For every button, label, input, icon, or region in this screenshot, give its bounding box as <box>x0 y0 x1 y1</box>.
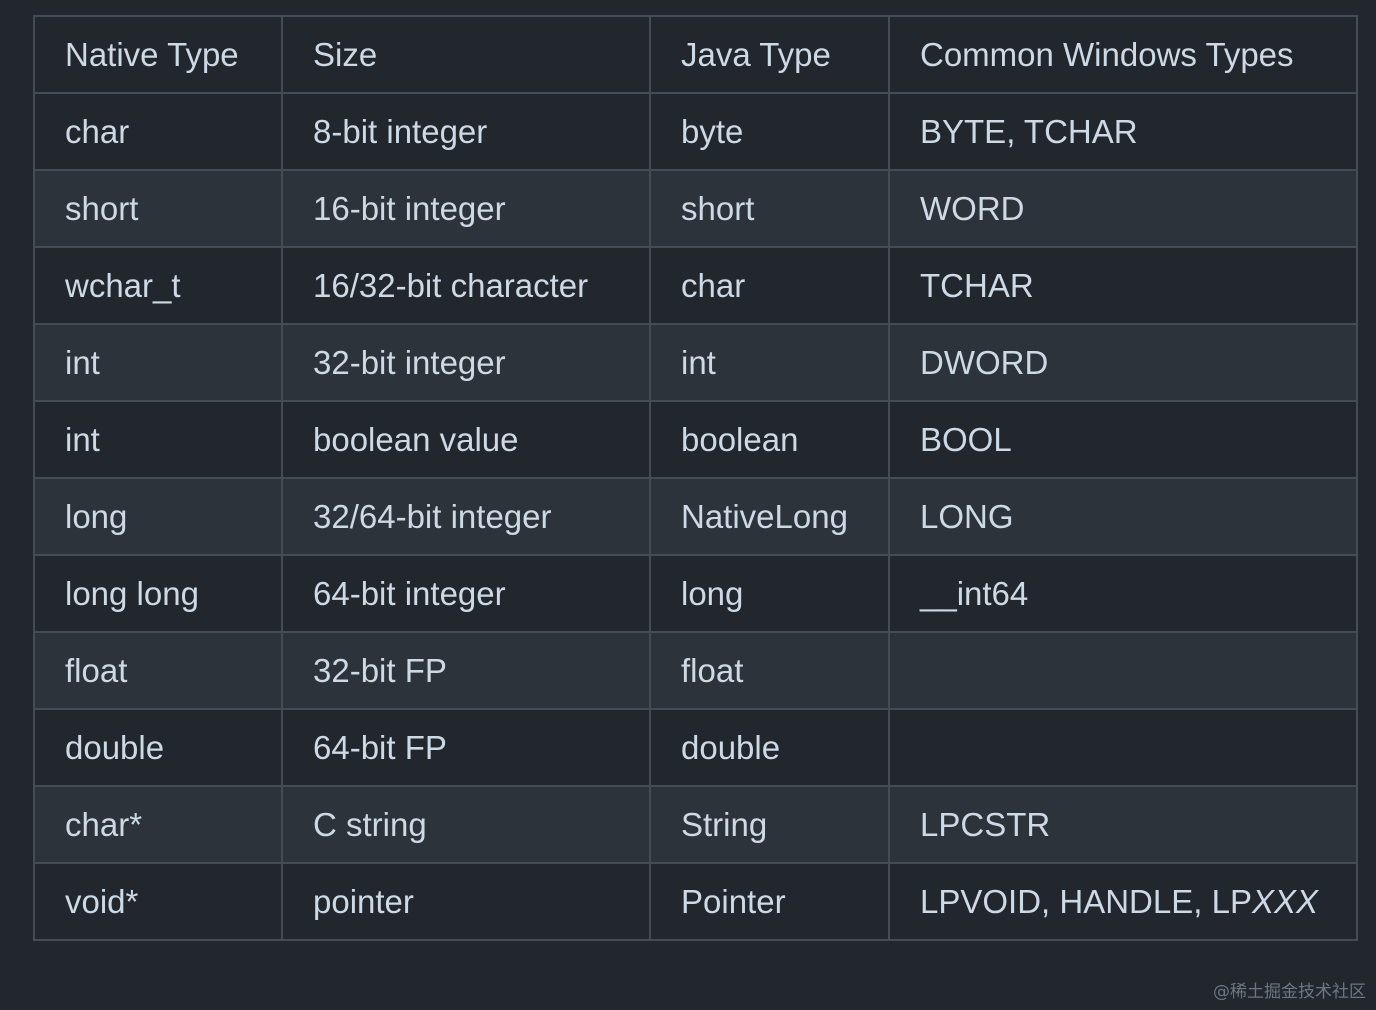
cell-size: 16-bit integer <box>281 169 651 248</box>
cell-size: boolean value <box>281 400 651 479</box>
cell-size: 64-bit FP <box>281 708 651 787</box>
watermark: @稀土掘金技术社区 <box>1213 982 1366 1002</box>
cell-java-type: byte <box>649 92 890 171</box>
cell-size: 32-bit integer <box>281 323 651 402</box>
table-row: int 32-bit integer int DWORD <box>33 323 1358 402</box>
table-row: long long 64-bit integer long __int64 <box>33 554 1358 633</box>
header-native-type: Native Type <box>33 15 283 94</box>
cell-windows-types: DWORD <box>888 323 1358 402</box>
cell-native-type: float <box>33 631 283 710</box>
cell-windows-types: LPCSTR <box>888 785 1358 864</box>
cell-native-type: wchar_t <box>33 246 283 325</box>
cell-size: C string <box>281 785 651 864</box>
windows-types-prefix: LPVOID, HANDLE, LP <box>920 882 1252 920</box>
cell-java-type: float <box>649 631 890 710</box>
cell-java-type: double <box>649 708 890 787</box>
type-mapping-table: Native Type Size Java Type Common Window… <box>33 15 1358 941</box>
cell-java-type: long <box>649 554 890 633</box>
cell-native-type: long <box>33 477 283 556</box>
cell-windows-types: TCHAR <box>888 246 1358 325</box>
header-java-type: Java Type <box>649 15 890 94</box>
table-row: int boolean value boolean BOOL <box>33 400 1358 479</box>
cell-size: 64-bit integer <box>281 554 651 633</box>
cell-native-type: char* <box>33 785 283 864</box>
cell-java-type: NativeLong <box>649 477 890 556</box>
table-row: long 32/64-bit integer NativeLong LONG <box>33 477 1358 556</box>
cell-size: 32/64-bit integer <box>281 477 651 556</box>
cell-native-type: double <box>33 708 283 787</box>
table-row: short 16-bit integer short WORD <box>33 169 1358 248</box>
cell-windows-types: __int64 <box>888 554 1358 633</box>
cell-java-type: char <box>649 246 890 325</box>
cell-windows-types: BOOL <box>888 400 1358 479</box>
table-header-row: Native Type Size Java Type Common Window… <box>33 15 1358 94</box>
table-row: double 64-bit FP double <box>33 708 1358 787</box>
cell-native-type: short <box>33 169 283 248</box>
cell-java-type: Pointer <box>649 862 890 941</box>
cell-size: 16/32-bit character <box>281 246 651 325</box>
header-size: Size <box>281 15 651 94</box>
table-row: float 32-bit FP float <box>33 631 1358 710</box>
cell-windows-types <box>888 631 1358 710</box>
cell-windows-types <box>888 708 1358 787</box>
cell-size: pointer <box>281 862 651 941</box>
table-row: char* C string String LPCSTR <box>33 785 1358 864</box>
table-row: char 8-bit integer byte BYTE, TCHAR <box>33 92 1358 171</box>
header-common-windows-types: Common Windows Types <box>888 15 1358 94</box>
cell-native-type: int <box>33 323 283 402</box>
cell-native-type: int <box>33 400 283 479</box>
cell-windows-types: WORD <box>888 169 1358 248</box>
windows-types-italic-suffix: XXX <box>1251 882 1318 920</box>
cell-size: 8-bit integer <box>281 92 651 171</box>
cell-native-type: void* <box>33 862 283 941</box>
cell-java-type: int <box>649 323 890 402</box>
cell-size: 32-bit FP <box>281 631 651 710</box>
cell-windows-types: LPVOID, HANDLE, LPXXX <box>888 862 1358 941</box>
cell-native-type: char <box>33 92 283 171</box>
table-row: void* pointer Pointer LPVOID, HANDLE, LP… <box>33 862 1358 941</box>
cell-native-type: long long <box>33 554 283 633</box>
cell-java-type: boolean <box>649 400 890 479</box>
cell-java-type: String <box>649 785 890 864</box>
cell-java-type: short <box>649 169 890 248</box>
cell-windows-types: LONG <box>888 477 1358 556</box>
table-row: wchar_t 16/32-bit character char TCHAR <box>33 246 1358 325</box>
cell-windows-types: BYTE, TCHAR <box>888 92 1358 171</box>
